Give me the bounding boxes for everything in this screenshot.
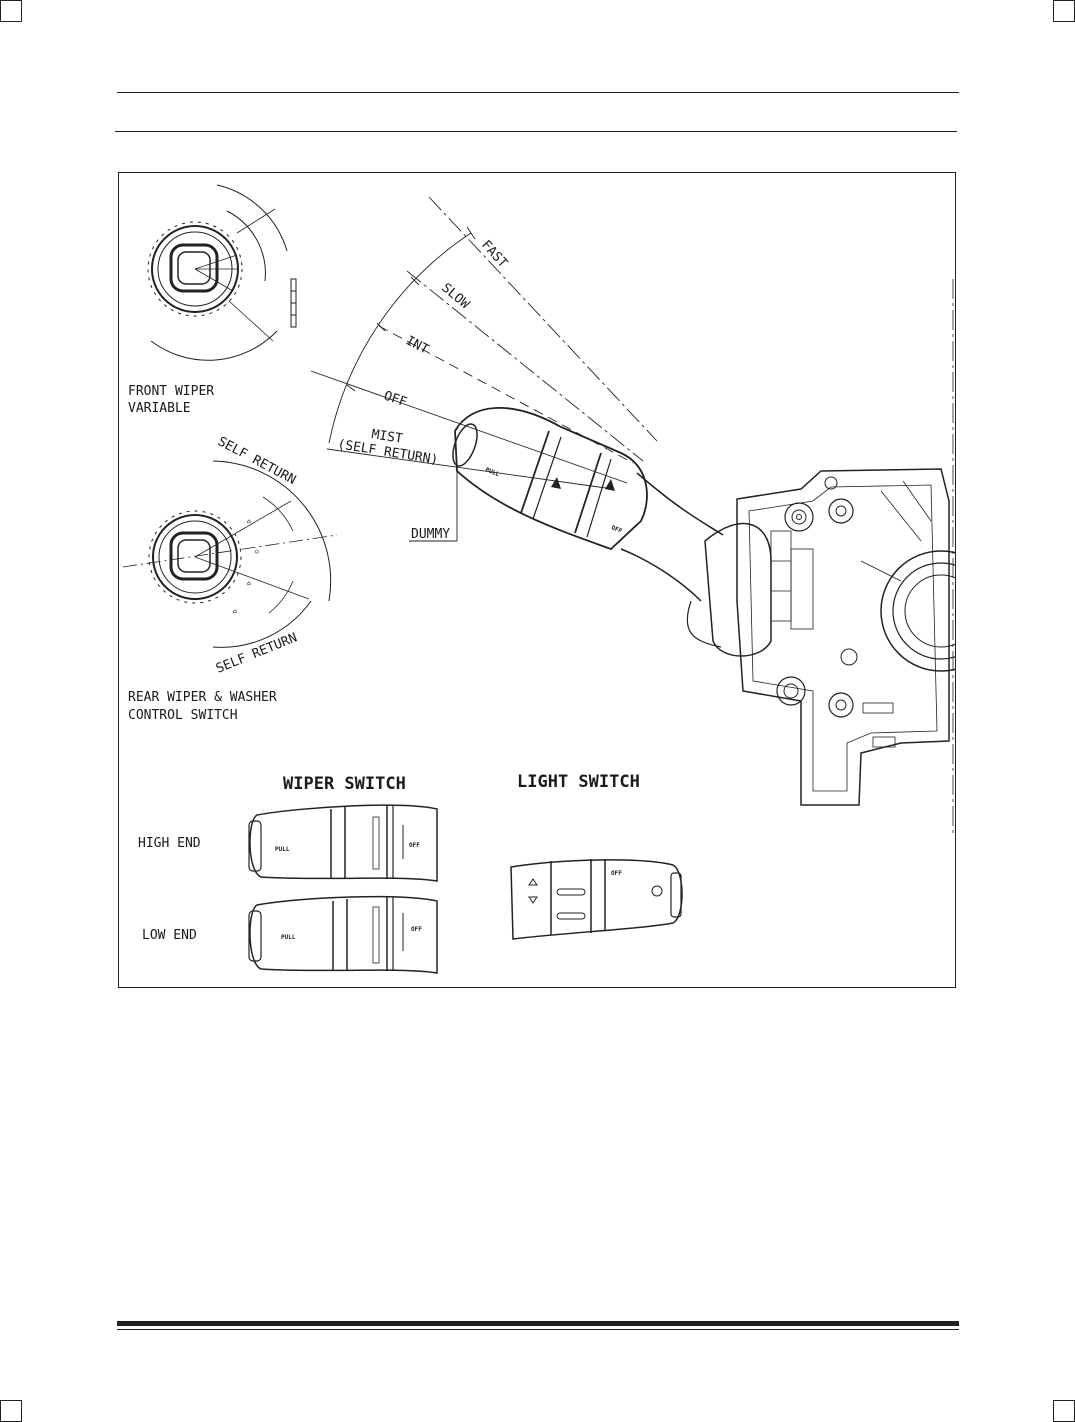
- rear-wiper-label-line1: REAR WIPER & WASHER: [128, 690, 277, 705]
- low-end-pull-text: PULL: [281, 934, 296, 941]
- crop-mark-top-left: [0, 0, 22, 22]
- low-end-label: LOW END: [142, 928, 197, 943]
- low-end-off-text: OFF: [411, 926, 422, 933]
- wiper-switch-low-end: PULL OFF: [248, 895, 438, 974]
- crop-mark-bottom-left: [0, 1400, 22, 1422]
- position-slow: SLOW: [438, 281, 472, 313]
- light-switch-stalk: OFF: [510, 859, 683, 940]
- stalk-full-text: PULL: [484, 466, 500, 478]
- stalk-off-text: OFF: [610, 524, 623, 535]
- rear-wiper-symbol-4: ⌂: [233, 608, 237, 615]
- footer-rule-thick: [117, 1321, 959, 1326]
- header-rule-top: [117, 92, 959, 93]
- dummy-label: DUMMY: [411, 527, 450, 542]
- high-end-off-text: OFF: [409, 842, 420, 849]
- footer-rule-thin: [117, 1329, 959, 1330]
- wiper-switch-title: WIPER SWITCH: [283, 774, 406, 794]
- rear-wiper-symbol-3: ⌂: [247, 580, 251, 587]
- high-end-pull-text: PULL: [275, 846, 290, 853]
- position-lines: [310, 196, 658, 490]
- wiper-switch-diagram: FRONT WIPER VARIABLE ⌂ ○ ⌂ ⌂ SELF RETURN…: [122, 184, 955, 974]
- front-wiper-label-line2: VARIABLE: [128, 401, 191, 416]
- position-int: INT: [403, 333, 431, 357]
- crop-mark-top-right: [1053, 0, 1075, 22]
- self-return-bottom: SELF RETURN: [214, 631, 299, 677]
- wiper-stalk: PULL OFF: [452, 407, 724, 648]
- front-wiper-knob: [147, 184, 297, 361]
- position-off: OFF: [382, 389, 409, 411]
- switch-housing: [704, 279, 955, 837]
- rear-wiper-symbol-1: ⌂: [247, 518, 251, 525]
- light-switch-off-text: OFF: [611, 870, 622, 877]
- rear-wiper-label-line2: CONTROL SWITCH: [128, 708, 238, 723]
- rear-wiper-symbol-2: ○: [255, 548, 259, 555]
- rear-wiper-knob: ⌂ ○ ⌂ ⌂: [122, 460, 338, 648]
- self-return-top: SELF RETURN: [215, 434, 298, 488]
- wiper-switch-high-end: PULL OFF: [248, 804, 438, 882]
- front-wiper-label-line1: FRONT WIPER: [128, 384, 214, 399]
- position-mist: MIST: [370, 427, 403, 447]
- high-end-label: HIGH END: [138, 836, 201, 851]
- crop-mark-bottom-right: [1053, 1400, 1075, 1422]
- diagram-frame: FRONT WIPER VARIABLE ⌂ ○ ⌂ ⌂ SELF RETURN…: [118, 172, 956, 988]
- header-rule-bottom: [115, 131, 957, 132]
- light-switch-title: LIGHT SWITCH: [517, 772, 640, 792]
